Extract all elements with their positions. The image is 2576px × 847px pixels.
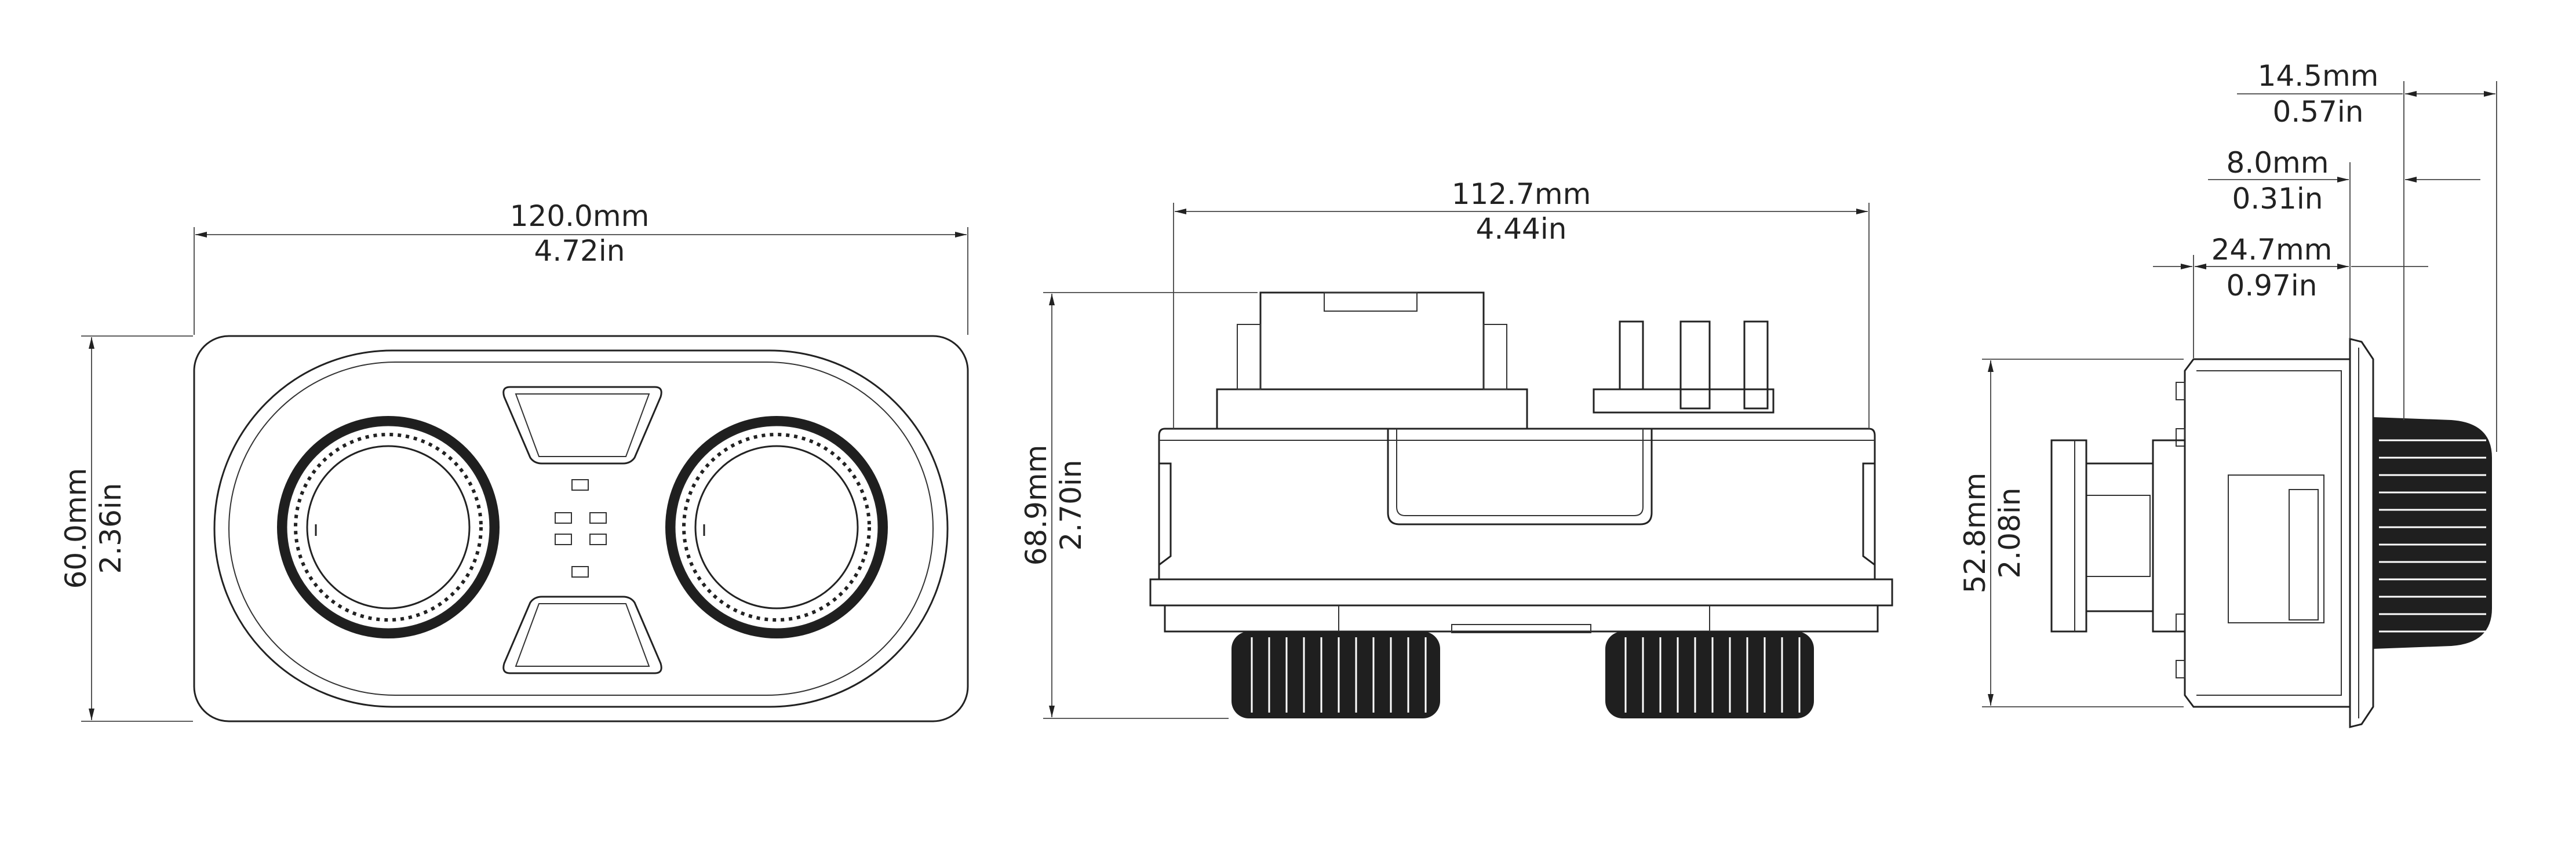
pin-1 <box>1619 320 1644 390</box>
side-face-plate <box>2349 338 2374 728</box>
connector-ear-left <box>1237 324 1261 390</box>
led-row1-right <box>589 512 607 524</box>
connector-pins <box>1593 320 1775 414</box>
pin-2 <box>1679 320 1711 410</box>
side-tab-3 <box>2176 614 2185 632</box>
led-row2-right <box>589 534 607 545</box>
side-dim1-in: 0.57in <box>2273 95 2364 129</box>
side-rear-step <box>2152 439 2186 633</box>
side-window <box>2228 474 2324 623</box>
side-dim2-in: 0.31in <box>2232 182 2323 216</box>
side-height-mm: 52.8mm <box>1958 473 1992 594</box>
right-knob <box>665 416 888 638</box>
side-tab-2 <box>2176 428 2185 447</box>
top-view: 112.7mm 4.44in 68.9mm 2.70in <box>1019 177 1893 719</box>
top-cavity-inner <box>1396 429 1644 516</box>
side-view: 14.5mm 0.57in 8.0mm 0.31in 24.7mm 0.97in… <box>1958 59 2497 728</box>
top-height-in: 2.70in <box>1054 460 1088 551</box>
top-flange-lower <box>1164 604 1879 633</box>
connector-ear-right <box>1483 324 1507 390</box>
top-flange-slot <box>1451 624 1591 633</box>
led-row2-left <box>555 534 572 545</box>
up-button <box>502 386 662 465</box>
top-housing <box>1158 428 1876 581</box>
side-window-detail <box>2289 489 2319 620</box>
led-bottom <box>571 566 589 578</box>
side-tab-1 <box>2176 382 2185 400</box>
top-cavity <box>1387 429 1653 525</box>
connector-block <box>1216 291 1528 430</box>
right-knob-face <box>694 445 859 609</box>
side-connector-rear <box>2050 439 2087 633</box>
led-row1-left <box>555 512 572 524</box>
front-plate-outline <box>193 335 969 722</box>
side-knob-ridges <box>2379 439 2486 633</box>
front-height-in: 2.36in <box>94 483 127 574</box>
top-clip-left <box>1158 462 1172 567</box>
pin-header-base <box>1593 388 1775 414</box>
side-connector <box>2085 462 2154 612</box>
down-button-inner <box>515 603 650 667</box>
pin-3 <box>1743 320 1769 410</box>
right-knob-teeth <box>682 433 871 622</box>
side-dim2-mm: 8.0mm <box>2227 146 2329 180</box>
top-flange <box>1149 578 1893 607</box>
up-button-inner <box>515 393 650 457</box>
side-dim3-in: 0.97in <box>2227 269 2318 302</box>
connector-base <box>1216 388 1528 430</box>
top-width-in: 4.44in <box>1476 212 1567 246</box>
side-dim3-mm: 24.7mm <box>2211 233 2333 266</box>
top-knob-left <box>1231 631 1440 718</box>
front-width-in: 4.72in <box>534 234 625 268</box>
top-height-mm: 68.9mm <box>1019 445 1053 566</box>
side-body <box>2184 358 2351 708</box>
front-bezel-inner <box>228 362 934 696</box>
front-height-mm: 60.0mm <box>59 468 93 589</box>
left-knob-face <box>306 445 471 609</box>
left-knob <box>277 416 500 638</box>
front-bezel-outer <box>213 349 949 708</box>
side-tab-4 <box>2176 660 2185 678</box>
side-body-inner <box>2196 370 2342 696</box>
top-knob-right <box>1605 631 1814 718</box>
left-knob-teeth <box>294 433 483 622</box>
connector-body <box>1259 291 1485 390</box>
connector-latch <box>1324 292 1418 312</box>
top-clip-right <box>1862 462 1876 567</box>
side-connector-latch <box>2086 495 2151 577</box>
front-view: 120.0mm 4.72in 60.0mm 2.36in <box>59 199 969 722</box>
side-dim1-mm: 14.5mm <box>2258 59 2379 93</box>
top-width-mm: 112.7mm <box>1452 177 1591 211</box>
side-height-in: 2.08in <box>1993 488 2027 579</box>
down-button <box>502 596 662 674</box>
led-top <box>571 479 589 491</box>
front-width-mm: 120.0mm <box>510 199 650 233</box>
